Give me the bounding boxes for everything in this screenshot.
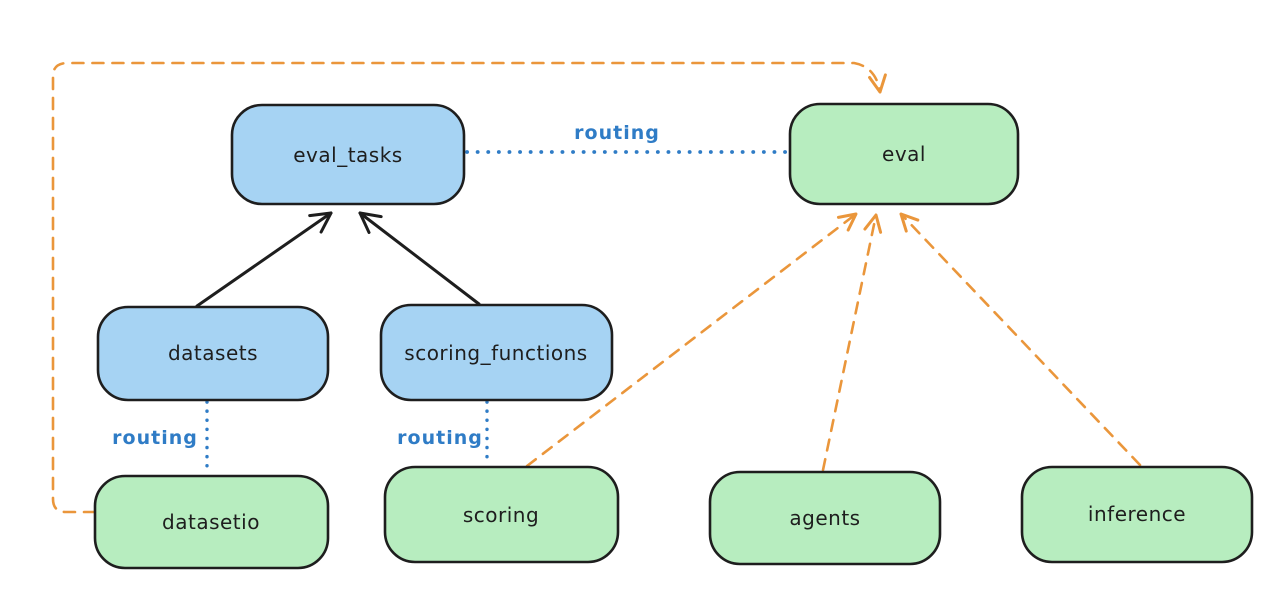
node-eval-tasks: eval_tasks — [230, 103, 466, 206]
routing-label-top: routing — [574, 122, 660, 144]
node-agents-box — [708, 470, 942, 566]
node-datasetio-label: datasetio — [162, 510, 260, 534]
node-scoring-functions-label: scoring_functions — [404, 341, 587, 365]
edge-datasets-to-eval-tasks — [195, 211, 333, 308]
node-datasets-box — [96, 305, 330, 402]
edge-inference-to-eval — [899, 212, 1142, 467]
node-eval-tasks-box — [230, 103, 466, 206]
node-eval-tasks-label: eval_tasks — [293, 143, 402, 167]
node-eval-box — [788, 102, 1020, 206]
edge-scoring-functions-to-eval-tasks — [358, 211, 481, 306]
node-datasets-label: datasets — [168, 341, 258, 365]
node-inference: inference — [1020, 465, 1254, 564]
node-scoring-functions-box — [379, 303, 614, 402]
edge-datasetio-to-eval — [51, 61, 887, 514]
node-inference-box — [1020, 465, 1254, 564]
node-agents-label: agents — [789, 506, 860, 530]
node-agents: agents — [708, 470, 942, 566]
node-eval-label: eval — [882, 142, 926, 166]
node-datasets: datasets — [96, 305, 330, 402]
edge-agents-to-eval — [821, 213, 883, 472]
node-scoring: scoring — [383, 465, 620, 564]
node-scoring-functions: scoring_functions — [379, 303, 614, 402]
routing-label-datasets: routing — [112, 427, 198, 449]
node-inference-label: inference — [1088, 502, 1186, 526]
node-scoring-label: scoring — [463, 503, 539, 527]
node-eval: eval — [788, 102, 1020, 206]
edge-scoring-to-eval — [525, 212, 858, 468]
routing-label-scoring: routing — [397, 427, 483, 449]
node-scoring-box — [383, 465, 620, 564]
node-datasetio: datasetio — [93, 474, 330, 570]
node-datasetio-box — [93, 474, 330, 570]
